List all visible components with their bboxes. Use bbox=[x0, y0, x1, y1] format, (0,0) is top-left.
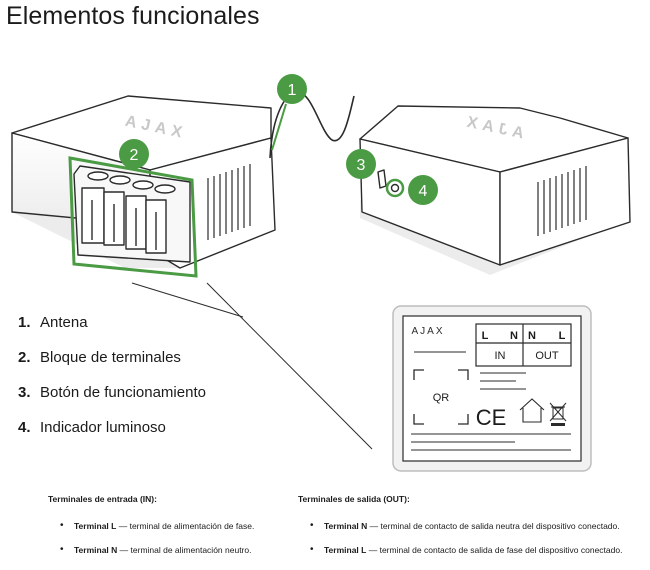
callout-2: 2 bbox=[119, 139, 149, 169]
legend-number: 1. bbox=[18, 314, 31, 331]
page-title: Elementos funcionales bbox=[6, 2, 260, 30]
legend-label: Bloque de terminales bbox=[40, 349, 181, 366]
terminals-in-section: Terminales de entrada (IN): Terminal L —… bbox=[48, 494, 254, 568]
legend-item: 2. Bloque de terminales bbox=[18, 347, 206, 382]
terminals-out-list: Terminal N — terminal de contacto de sal… bbox=[298, 520, 622, 568]
term-name: Terminal N bbox=[324, 521, 368, 531]
info-lines bbox=[411, 372, 571, 451]
qr-label: QR bbox=[433, 392, 450, 404]
terminal-block-highlight bbox=[68, 156, 198, 278]
term-desc: — terminal de contacto de salida neutra … bbox=[367, 521, 620, 531]
terminals-in-list: Terminal L — terminal de alimentación de… bbox=[48, 520, 254, 568]
legend-item: 3. Botón de funcionamiento bbox=[18, 382, 206, 417]
legend-item: 4. Indicador luminoso bbox=[18, 417, 206, 452]
term-name: Terminal N bbox=[74, 545, 118, 555]
legend-label: Botón de funcionamiento bbox=[40, 384, 206, 401]
sticker-brand: AJAX bbox=[411, 326, 444, 337]
callout-4-number: 4 bbox=[419, 183, 428, 200]
legend-list: 1. Antena 2. Bloque de terminales 3. Botón … bbox=[18, 312, 206, 452]
legend-number: 4. bbox=[18, 419, 31, 436]
term-desc: — terminal de alimentación neutro. bbox=[117, 545, 252, 555]
terminals-in-heading: Terminales de entrada (IN): bbox=[48, 494, 157, 504]
legend-number: 2. bbox=[18, 349, 31, 366]
out-terminal-n: N bbox=[528, 330, 536, 342]
device-diagram: AJAX AJAX 1 bbox=[11, 74, 631, 472]
legend-label: Indicador luminoso bbox=[40, 419, 166, 436]
device-left bbox=[11, 91, 355, 269]
crossed-bin-icon bbox=[549, 402, 567, 426]
qr-placeholder bbox=[413, 369, 469, 425]
term-name: Terminal L bbox=[324, 545, 367, 555]
out-terminal-l: L bbox=[559, 330, 566, 342]
legend-item: 1. Antena bbox=[18, 312, 206, 347]
terminal-grid: L N N L IN OUT bbox=[475, 323, 572, 367]
device-right bbox=[359, 105, 631, 275]
callout-2-number: 2 bbox=[130, 147, 139, 164]
list-item: Terminal L — terminal de alimentación de… bbox=[48, 520, 254, 544]
in-terminal-l: L bbox=[482, 330, 489, 342]
list-item: Terminal N — terminal de alimentación ne… bbox=[48, 544, 254, 568]
in-label: IN bbox=[495, 350, 506, 362]
callout-3: 3 bbox=[346, 149, 376, 179]
label-pointer-lines bbox=[131, 282, 373, 450]
term-desc: — terminal de contacto de salida de fase… bbox=[366, 545, 623, 555]
callout-3-number: 3 bbox=[357, 157, 366, 174]
callout-4: 4 bbox=[408, 175, 438, 205]
callout-1-number: 1 bbox=[288, 82, 297, 99]
label-sticker: AJAX L N N L IN OUT QR bbox=[392, 305, 592, 472]
term-desc: — terminal de alimentación de fase. bbox=[116, 521, 255, 531]
out-label: OUT bbox=[535, 350, 559, 362]
term-name: Terminal L bbox=[74, 521, 117, 531]
terminals-out-section: Terminales de salida (OUT): Terminal N —… bbox=[298, 494, 622, 568]
legend-number: 3. bbox=[18, 384, 31, 401]
list-item: Terminal N — terminal de contacto de sal… bbox=[298, 520, 622, 544]
legend-label: Antena bbox=[40, 314, 88, 331]
list-item: Terminal L — terminal de contacto de sal… bbox=[298, 544, 622, 568]
callout-1-leader bbox=[271, 103, 287, 151]
in-terminal-n: N bbox=[510, 330, 518, 342]
house-icon bbox=[519, 398, 545, 423]
terminals-out-heading: Terminales de salida (OUT): bbox=[298, 494, 410, 504]
ce-mark: CE bbox=[476, 405, 507, 430]
indicator-highlight bbox=[385, 178, 405, 198]
callout-1: 1 bbox=[277, 74, 307, 104]
